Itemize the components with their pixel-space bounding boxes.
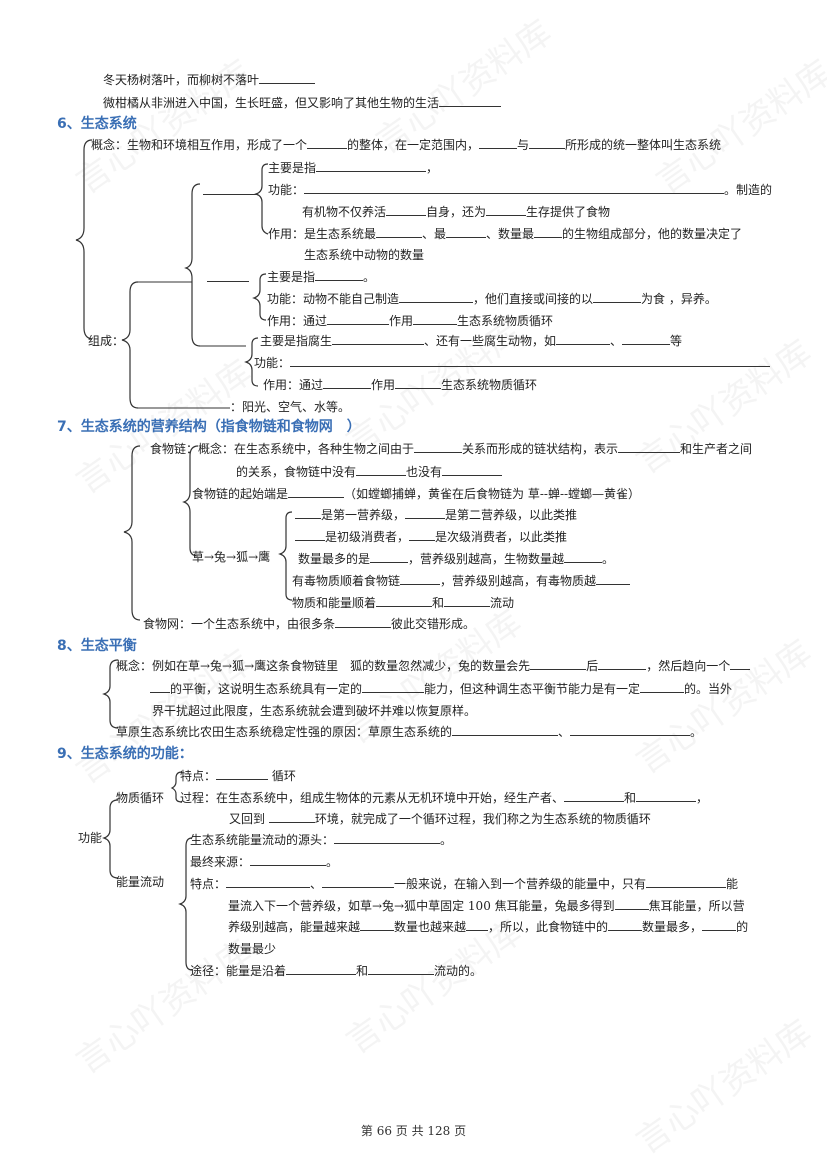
consumer-role: 作用：通过作用生态系统物质循环 bbox=[267, 314, 554, 328]
matter-process-2: 又回到 环境，就完成了一个循环过程，我们称之为生态系统的物质循环 bbox=[229, 812, 651, 826]
function-label: 功能 bbox=[78, 831, 103, 845]
grassland-stability: 草原生态系统比农田生态系统稳定性强的原因：草原生态系统的、。 bbox=[116, 725, 703, 739]
producer-function: 功能：。制造的 bbox=[268, 183, 773, 197]
energy-feature: 特点：、一般来说，在输入到一个营养级的能量中，只有能 bbox=[190, 877, 739, 891]
producer-blank bbox=[203, 194, 257, 195]
decomposer-main: 主要是指腐生、还有一些腐生动物，如、等 bbox=[260, 334, 683, 348]
energy-flow-label: 能量流动 bbox=[116, 875, 165, 889]
producer-function-2: 有机物不仅养活自身，还为生存提供了食物 bbox=[302, 205, 611, 219]
intro-line-2: 微柑橘从非洲进入中国，生长旺盛，但又影响了其他生物的生活 bbox=[103, 95, 502, 111]
matter-process: 过程：在生态系统中，组成生物体的元素从无机环境中开始，经生产者、和， bbox=[180, 791, 709, 805]
section-6-title: 6、生态系统 bbox=[57, 116, 137, 132]
section-9-title: 9、生态系统的功能： bbox=[57, 746, 193, 762]
producer-main: 主要是指， bbox=[268, 161, 439, 175]
balance-concept-3: 界干扰超过此限度，生态系统就会遭到破坏并难以恢复原样。 bbox=[152, 704, 477, 718]
matter-cycle-label: 物质循环 bbox=[116, 791, 165, 805]
energy-feature-2: 量流入下一个营养级，如草→兔→狐中草固定 100 焦耳能量，兔最多得到焦耳能量，… bbox=[228, 899, 745, 913]
trophic-item-4: 有毒物质顺着食物链，营养级别越高，有毒物质越 bbox=[292, 573, 631, 589]
balance-concept: 概念：例如在草→兔→狐→鹰这条食物链里 狐的数量忽然减少，兔的数量会先后，然后趋… bbox=[116, 658, 751, 674]
food-chain-concept-2: 的关系，食物链中没有也没有 bbox=[236, 464, 503, 480]
energy-final-source: 最终来源：。 bbox=[190, 855, 339, 869]
trophic-item-3: 数量最多的是，营养级别越高，生物数量越。 bbox=[298, 552, 615, 566]
matter-feature: 特点： 循环 bbox=[180, 769, 296, 783]
composition-label: 组成： bbox=[88, 334, 125, 348]
page-number-footer: 第 66 页 共 128 页 bbox=[360, 1124, 467, 1138]
producer-role-2: 生态系统中动物的数量 bbox=[304, 248, 425, 262]
energy-path: 途径：能量是沿着和流动的。 bbox=[190, 964, 483, 978]
food-chain-start: 食物链的起始端是（如螳螂捕蝉，黄雀在后食物链为 草--蝉--螳螂—黄雀） bbox=[192, 487, 641, 501]
trophic-item-2: 是初级消费者，是次级消费者，以此类推 bbox=[295, 529, 567, 545]
producer-role: 作用：是生态系统最、最、数量最的生物组成部分，他的数量决定了 bbox=[268, 227, 743, 241]
energy-feature-3: 养级别越高，能量越来越数量也越来越，所以，此食物链中的数量最多，的 bbox=[228, 920, 749, 934]
trophic-item-1: 是第一营养级，是第二营养级，以此类推 bbox=[295, 507, 577, 523]
consumer-function: 功能：动物不能自己制造，他们直接或间接的以为食 ，异养。 bbox=[267, 292, 717, 306]
consumer-main: 主要是指。 bbox=[267, 270, 376, 284]
energy-source: 生态系统能量流动的源头：。 bbox=[190, 833, 453, 847]
food-chain-concept: 食物链：概念：在生态系统中，各种生物之间由于关系而形成的链状结构，表示和生产者之… bbox=[150, 442, 753, 456]
section-8-title: 8、生态平衡 bbox=[57, 638, 137, 654]
decomposer-role: 作用：通过作用生态系统物质循环 bbox=[263, 378, 538, 392]
energy-feature-4: 数量最少 bbox=[228, 942, 277, 956]
decomposer-function: 功能： bbox=[254, 355, 771, 371]
consumer-blank bbox=[207, 281, 249, 282]
food-chain-example: 草→兔→狐→鹰 bbox=[192, 550, 271, 564]
trophic-item-5: 物质和能量顺着和流动 bbox=[292, 596, 515, 610]
intro-line-1: 冬天杨树落叶，而柳树不落叶 bbox=[103, 72, 316, 88]
s6-concept: 概念：生物和环境相互作用，形成了一个的整体，在一定范围内，与所形成的统一整体叫生… bbox=[91, 138, 722, 152]
abiotic-factors: ：阳光、空气、水等。 bbox=[230, 400, 351, 414]
section-7-title: 7、生态系统的营养结构（指食物链和食物网 ） bbox=[57, 419, 361, 435]
food-web: 食物网：一个生态系统中，由很多条彼此交错形成。 bbox=[143, 617, 476, 631]
balance-concept-2: 的平衡，这说明生态系统具有一定的能力，但这种调生态平衡节能力是有一定的。当外 bbox=[150, 681, 732, 697]
